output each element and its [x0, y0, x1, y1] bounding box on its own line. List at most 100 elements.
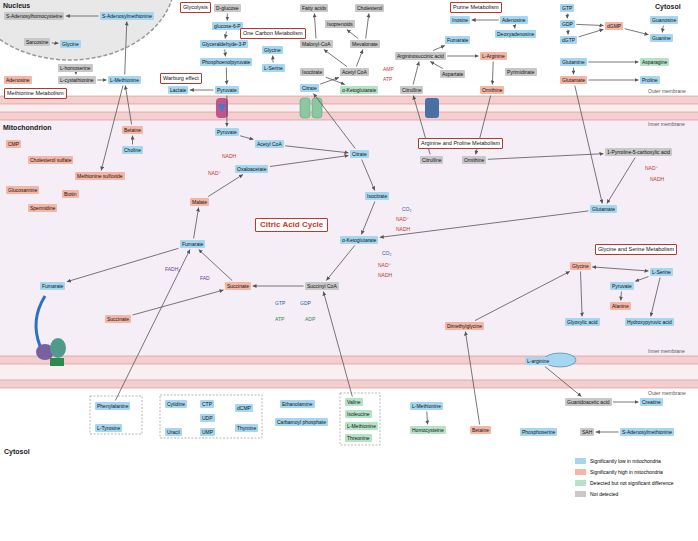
pathway-header: Arginine and Proline Metabolism: [418, 138, 503, 149]
node-text: Citrulline: [422, 157, 441, 163]
pathway-arrow: [576, 24, 603, 25]
pathway-header: Purine Metabolism: [450, 2, 502, 13]
node-text: GTP: [562, 5, 572, 11]
pathway-arrow: [52, 42, 59, 43]
metabolite-box: L-Tyrosine: [95, 424, 122, 432]
metabolite-box: UDP: [200, 414, 215, 422]
pathway-arrow: [101, 86, 123, 171]
node-text: L-Methionine: [347, 423, 376, 429]
metabolite-box: Inosine: [450, 16, 470, 24]
node-text: Cholesterol: [357, 5, 382, 11]
cofactor-label: AMP: [383, 66, 394, 72]
pathway-arrow: [620, 292, 622, 301]
metabolite-box: Threonine: [345, 434, 372, 442]
metabolite-box: Succinate: [105, 315, 131, 323]
metabolite-box: CTP: [200, 400, 214, 408]
node-text: Acetyl CoA: [342, 69, 367, 75]
nucleus-outline: [0, 0, 176, 62]
pathway-arrow: [596, 432, 619, 433]
pathway-arrow: [545, 367, 582, 397]
node-text: dCMP: [237, 405, 251, 411]
legend-text: Significantly high in mitochondria: [590, 469, 663, 475]
node-text: Guanine: [652, 35, 671, 41]
metabolite-box: α-Ketoglutarate: [340, 86, 378, 94]
cofactor-label: ADP: [305, 316, 315, 322]
pathway-arrow: [613, 402, 639, 403]
metabolite-box: L-Methionine: [410, 402, 443, 410]
cofactor-label: CO₂: [402, 206, 411, 212]
node-text: Argininosuccinic acid: [397, 53, 444, 59]
pathway-arrow: [323, 292, 352, 397]
metabolite-box: Ornithine: [480, 86, 504, 94]
node-text: S-Adenosylmethionine: [622, 429, 672, 435]
metabolite-box: Deoxyadenosine: [495, 30, 536, 38]
metabolite-box: D-glucose: [214, 4, 241, 12]
node-text: Pyrimidinate: [507, 69, 535, 75]
metabolite-box: Phosphoenolpyruvate: [200, 58, 252, 66]
pathway-arrow: [588, 62, 638, 63]
metabolite-box: Adenosine: [500, 16, 528, 24]
metabolite-box: UMP: [200, 428, 215, 436]
metabolite-box: GDP: [560, 20, 575, 28]
metabolite-box: L-Methionine: [108, 76, 141, 84]
pathway-arrow: [413, 62, 419, 85]
node-text: Sarcosine: [26, 39, 48, 45]
pathway-arrow: [589, 80, 639, 81]
compartment-region: MitochondrionPyruvateAcetyl CoABetaineCh…: [0, 96, 698, 390]
node-text: Pyruvate: [217, 87, 237, 93]
pathway-arrow: [226, 68, 227, 85]
node-text: Fumarate: [182, 241, 203, 247]
metabolite-box: Betaine: [122, 126, 143, 134]
pathway-header: One Carbon Metabolism: [240, 28, 306, 39]
cofactor-label: NADH: [378, 272, 392, 278]
metabolite-box: Mevalonate: [350, 40, 380, 48]
node-text: Glycine: [572, 263, 589, 269]
pathway-arrow: [662, 26, 663, 33]
compartment-region: NucleusS-AdenosylhomocysteineS-Adenosylm…: [0, 0, 176, 62]
node-text: Citrate: [302, 85, 317, 91]
node-text: Carbamoyl phosphate: [277, 419, 326, 425]
metabolite-box: L-Methionine: [345, 422, 378, 430]
legend-swatch: [575, 469, 586, 475]
pathway-arrow: [472, 20, 499, 21]
pathway-arrow: [430, 62, 443, 69]
metabolite-box: Malonyl-CoA: [300, 40, 333, 48]
metabolite-box: Guanidoacetic acid: [565, 398, 612, 406]
pathway-arrow: [465, 332, 479, 425]
pathway-arrow: [488, 154, 604, 160]
metabolite-box: Asparagine: [640, 58, 669, 66]
pathway-arrow: [581, 272, 583, 317]
metabolite-box: Cytidine: [165, 400, 187, 408]
metabolite-box: L-Serine: [262, 64, 285, 72]
pathway-header: Glycine and Serine Metabolism: [595, 244, 677, 255]
metabolite-box: S-Adenosylmethionine: [100, 12, 154, 20]
pathway-arrow: [635, 277, 648, 282]
metabolite-box: Fumarate: [445, 36, 470, 44]
node-text: Succinate: [227, 283, 249, 289]
cofactor-label: NAD⁺: [645, 165, 658, 171]
metabolite-box: Hydroxypyruvic acid: [625, 318, 674, 326]
cofactor-label: GTP: [275, 300, 285, 306]
node-text: Glyoxylic acid: [567, 319, 598, 325]
metabolite-box: Pyruvate: [215, 86, 239, 94]
node-text: Phenylalanine: [97, 403, 128, 409]
node-text: α-Ketoglutarate: [342, 87, 376, 93]
metabolite-box: Cholesterol sulfate: [28, 156, 73, 164]
node-text: Deoxyadenosine: [497, 31, 534, 37]
pathway-arrow: [314, 94, 356, 149]
pathway-arrow: [356, 50, 363, 67]
pathway-header: Warburg effect: [160, 73, 202, 84]
metabolite-box: Uracil: [165, 428, 182, 436]
metabolite-box: Choline: [122, 146, 143, 154]
metabolite-box: Glycine: [60, 40, 81, 48]
node-text: Glucosamine: [8, 187, 37, 193]
node-text: L-arginine: [527, 358, 549, 364]
metabolite-box: Glutamine: [560, 58, 587, 66]
node-text: Spermidine: [30, 205, 55, 211]
metabolite-box: Adenosine: [4, 76, 32, 84]
cofactor-label: NADH: [222, 153, 236, 159]
node-text: Glycine: [62, 41, 79, 47]
pathway-arrow: [133, 290, 224, 315]
node-text: Methionine Metabolism: [7, 90, 64, 96]
node-text: Betaine: [124, 127, 141, 133]
